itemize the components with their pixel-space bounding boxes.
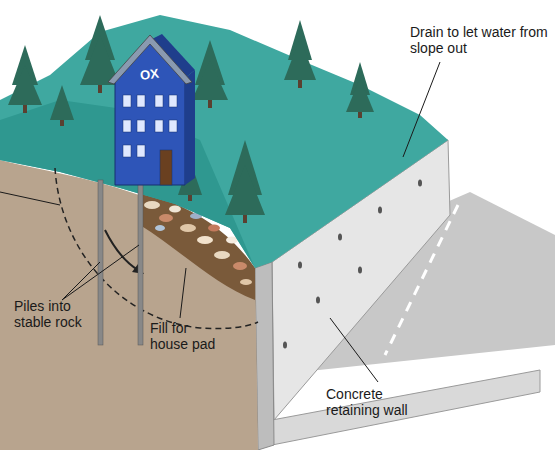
slip-surface <box>55 168 258 329</box>
hill-surface <box>0 15 448 268</box>
trees <box>8 15 374 215</box>
house <box>108 34 195 185</box>
callout-label: Fill for house pad <box>150 320 230 352</box>
retaining-wall-end <box>255 262 274 450</box>
callout-label: Piles into stable rock <box>14 298 104 330</box>
pile <box>138 180 143 345</box>
movement-arrow <box>105 230 138 270</box>
leader-lines <box>0 62 440 382</box>
pile <box>98 180 103 345</box>
wall-footing <box>272 370 540 445</box>
callout-label: Concrete retaining wall <box>326 386 436 418</box>
callout-label: Drain to let water from slope out <box>410 24 550 56</box>
